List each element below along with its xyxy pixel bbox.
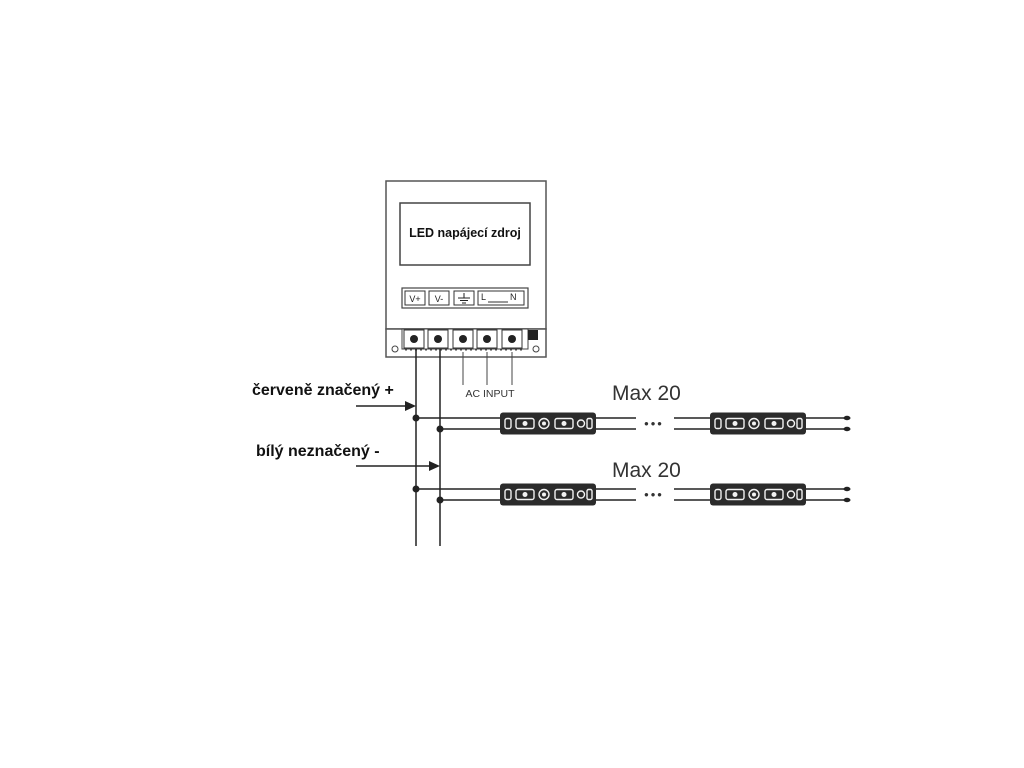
power-supply: LED napájecí zdroj V+ V- ⏚ L N <box>385 180 547 400</box>
wire-end-cap <box>843 497 851 503</box>
led-string-2 <box>596 486 851 503</box>
led-strings <box>500 412 851 506</box>
terminal-label-v-plus: V+ <box>409 294 420 304</box>
negative-input-arrow <box>429 461 440 471</box>
terminal-label-l: L <box>481 292 486 302</box>
screw-terminal-v-plus <box>410 335 418 343</box>
led-module-last-2 <box>710 483 806 506</box>
screw-terminal-n <box>508 335 516 343</box>
wire-end-cap <box>843 426 851 432</box>
mounting-hole-right <box>532 345 540 353</box>
positive-input-arrow <box>405 401 416 411</box>
dc-bus <box>356 349 500 546</box>
terminal-cover-tab <box>528 330 538 340</box>
wire-end-cap <box>843 415 851 421</box>
screw-terminal-v-minus <box>434 335 442 343</box>
mounting-hole-left <box>391 345 399 353</box>
terminal-label-v-minus: V- <box>435 294 444 304</box>
led-module-first-1 <box>500 412 596 435</box>
ellipsis-1: ••• <box>644 416 664 431</box>
ground-icon <box>458 293 470 304</box>
led-string-1 <box>596 415 851 432</box>
max-count-label-1: Max 20 <box>612 382 681 405</box>
wire-end-cap <box>843 486 851 492</box>
ac-input-leads <box>462 352 513 385</box>
junction-dots <box>412 414 444 504</box>
screw-terminal-ground <box>459 335 467 343</box>
max-count-label-2: Max 20 <box>612 459 681 482</box>
power-supply-title: LED napájecí zdroj <box>409 226 521 240</box>
led-module-last-1 <box>710 412 806 435</box>
negative-wire-label: bílý neznačený - <box>256 443 380 460</box>
screw-terminal-l <box>483 335 491 343</box>
ac-input-label: AC INPUT <box>465 388 515 400</box>
label-window <box>399 202 531 266</box>
ellipsis-2: ••• <box>644 487 664 502</box>
positive-wire-label: červeně značený + <box>252 382 394 399</box>
screw-terminals <box>403 329 523 349</box>
terminal-label-n: N <box>510 292 517 302</box>
led-module-first-2 <box>500 483 596 506</box>
